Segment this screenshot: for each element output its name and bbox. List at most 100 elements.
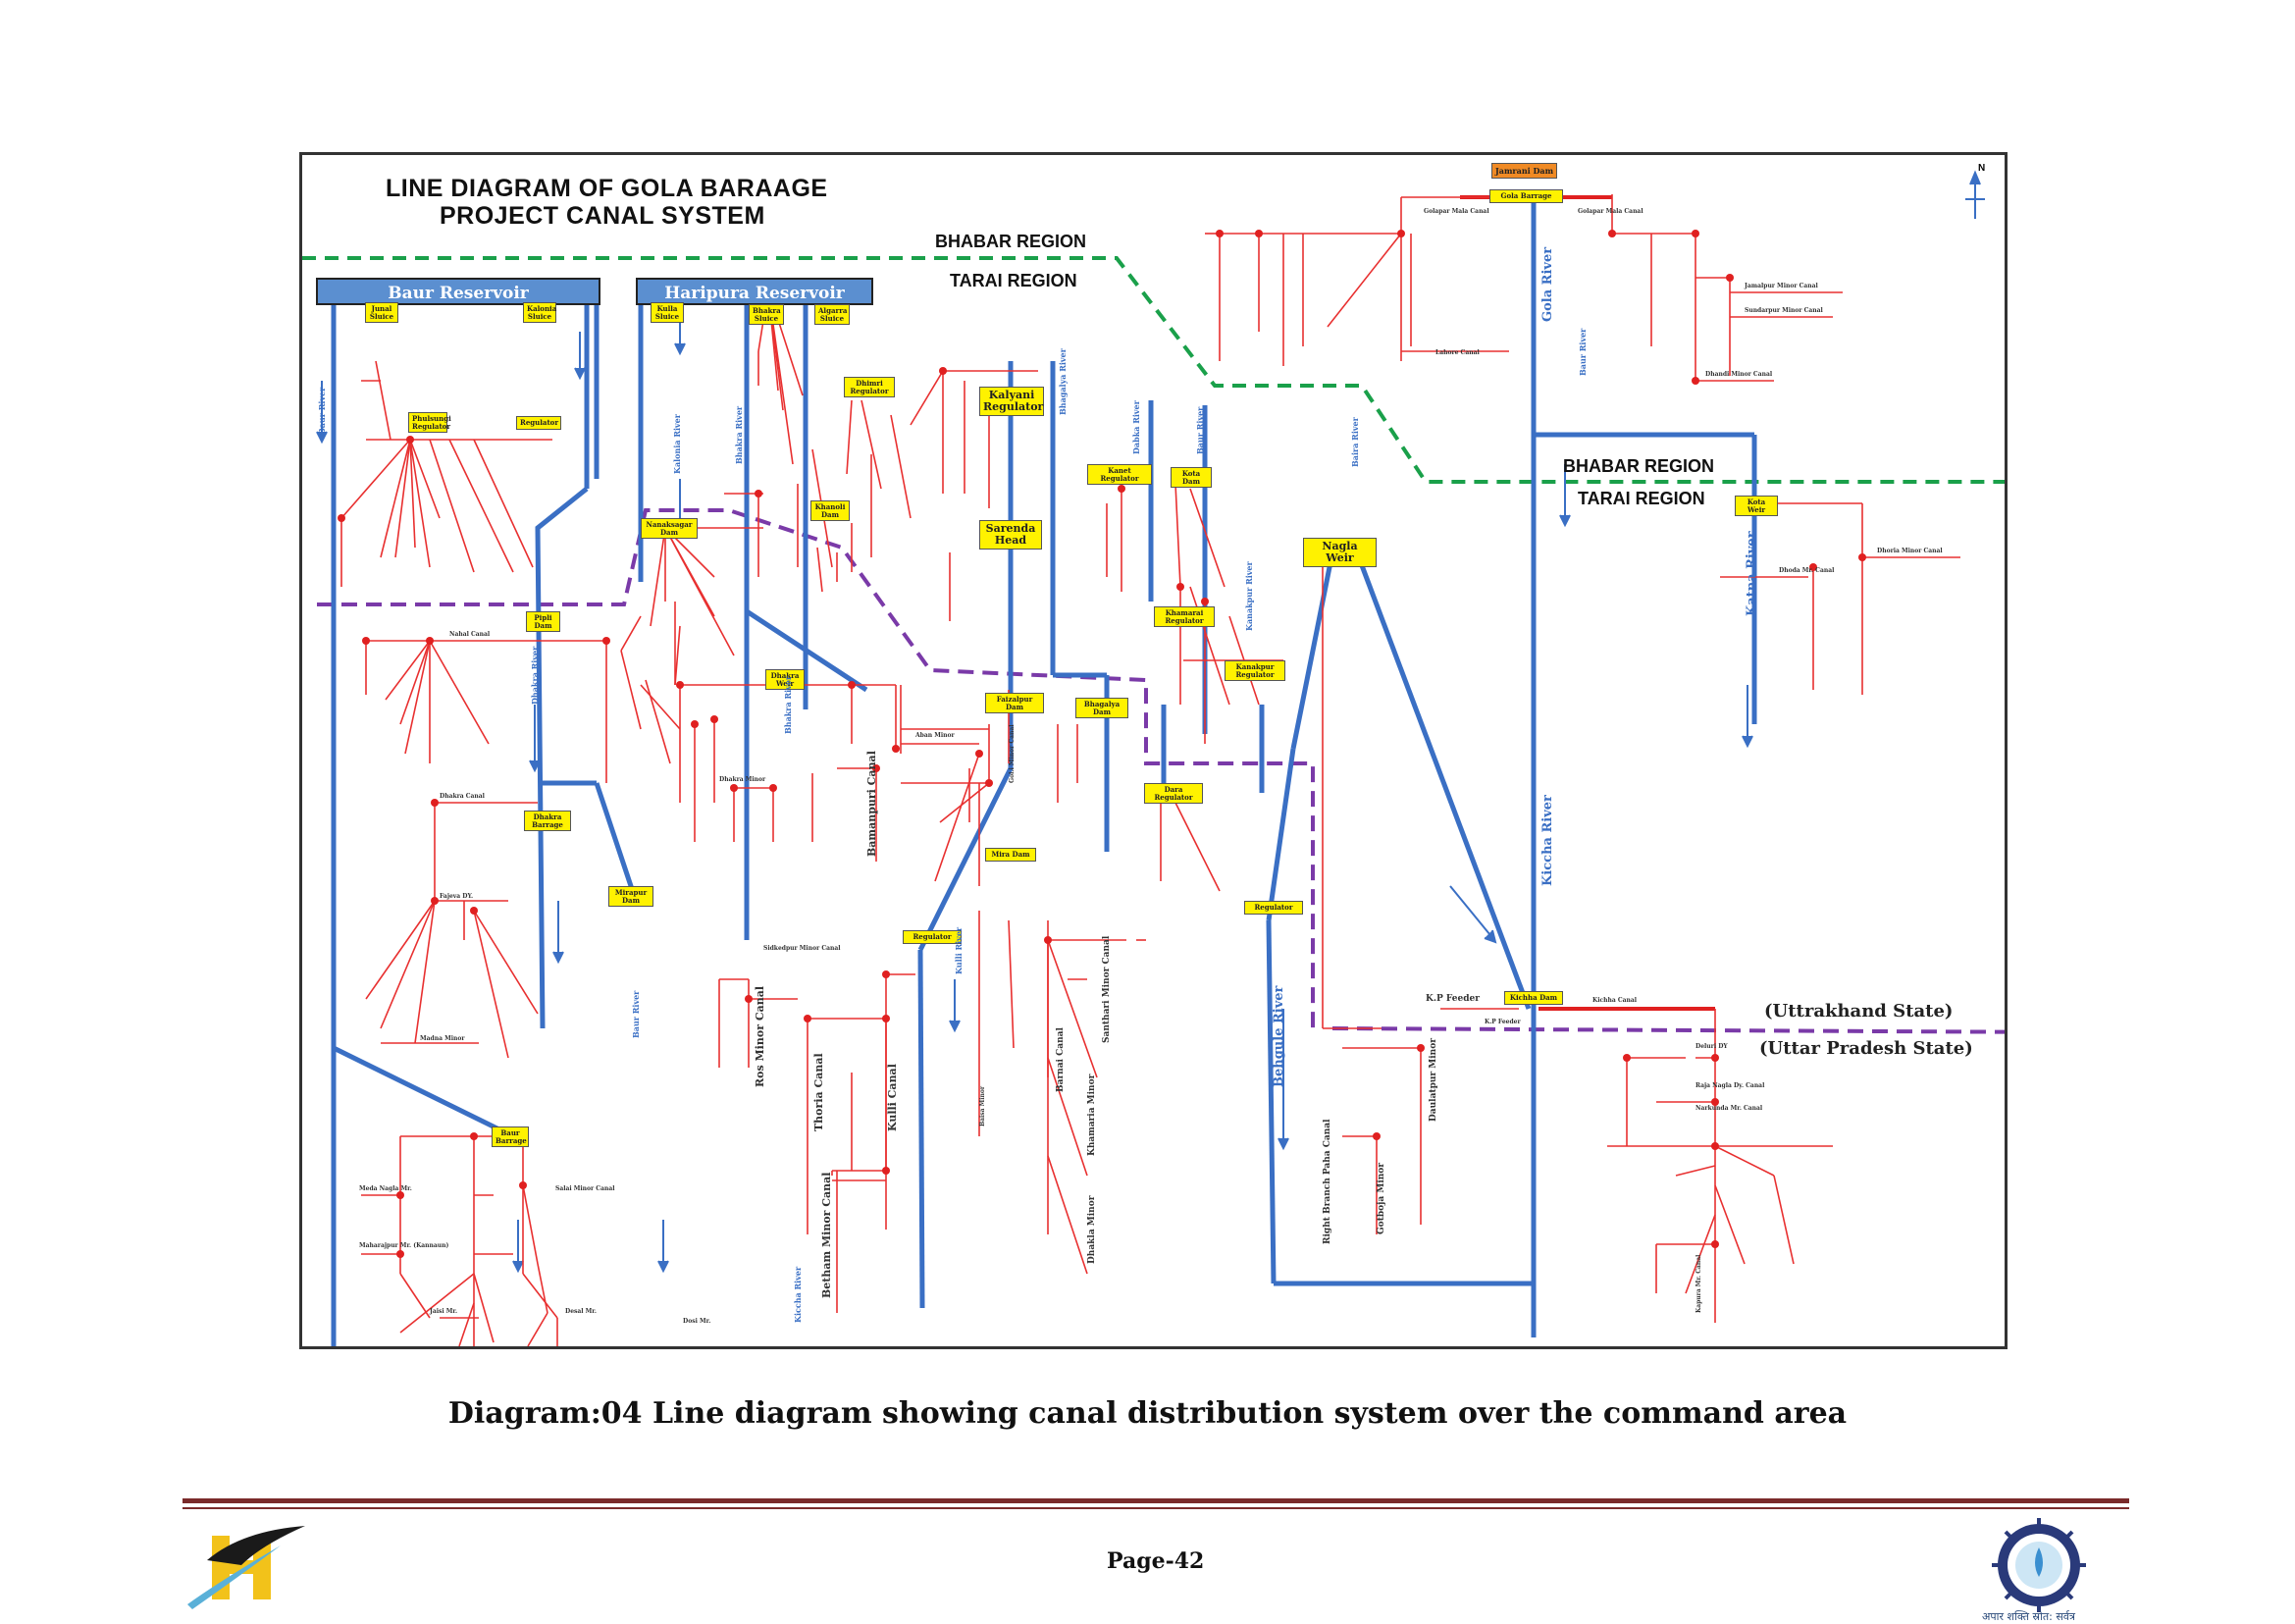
river-label-gola: Gola River [1540, 246, 1555, 322]
regulator-small-node: Regulator [516, 416, 561, 430]
river-label-dhakra: Dhakra River [530, 646, 540, 705]
canal-label-sidkedpur: Sidkedpur Minor Canal [763, 945, 841, 952]
regulator-right-node: Regulator [1244, 901, 1303, 915]
river-label-kalonia: Kalonia River [672, 414, 682, 474]
region-label-bhabar-left: BHABAR REGION [935, 232, 1087, 251]
flow-arrow [552, 901, 564, 965]
nagla-weir-node: Nagla Weir [1303, 538, 1377, 568]
logo-right-tagline: अपार शक्ति स्रोत: सर्वत्र [1982, 1610, 2075, 1623]
river-label-kanakpur: Kanakpur River [1244, 561, 1254, 631]
canal-network-lines [302, 170, 2005, 1346]
flow-arrow [316, 381, 328, 445]
canal-label-golapar: Golapar Mala Canal [1424, 208, 1489, 215]
footer-rule-thin [183, 1507, 2129, 1509]
flow-arrow [949, 979, 961, 1033]
flow-arrow [529, 705, 541, 773]
canal-label-goli: Gol.i Minor Canal [1009, 724, 1016, 783]
river-label-baur-2: Baur River [1578, 328, 1588, 376]
dhakra-weir-node: Dhakra Weir [765, 669, 805, 691]
canal-label-kapura: Kapura Mr. Canal [1695, 1254, 1702, 1313]
canal-label-santhari: Santhari Minor Canal [1102, 935, 1112, 1043]
canal-label-dhoda: Dhoda Mr. Canal [1779, 567, 1835, 574]
canal-label-madna: Madna Minor [420, 1035, 465, 1042]
canal-label-kulli: Kulli Canal [886, 1064, 899, 1131]
junction-dots [338, 230, 1866, 1258]
organization-logo-right [1992, 1518, 2086, 1612]
bhabar-tarai-boundary [302, 256, 2005, 484]
river-label-behgule: Behgule River [1272, 985, 1286, 1087]
canal-label-maharajpur: Maharajpur Mr. (Kannaun) [359, 1242, 449, 1249]
haripura-reservoir: Haripura Reservoir [636, 278, 873, 305]
river-label-kiccha: Kiccha River [1540, 795, 1555, 886]
river-label-baur-low: Baur River [631, 990, 641, 1038]
canal-label-dhakra-canal: Dhakra Canal [440, 793, 485, 800]
canal-label-golapar-2: Golapar Mala Canal [1578, 208, 1643, 215]
diagram-title-line1: LINE DIAGRAM OF GOLA BARAAGE [386, 175, 828, 202]
bhagalya-dam-node: Bhagalya Dam [1075, 698, 1128, 719]
river-label-baur: Baur River [317, 387, 327, 435]
flow-arrow [574, 332, 586, 381]
river-label-kota: Baur River [1195, 406, 1205, 454]
figure-caption: Diagram:04 Line diagram showing canal di… [447, 1396, 1848, 1431]
canal-label-jaisi: Jaisi Mr. [430, 1308, 458, 1315]
canal-label-kp-feeder: K.P Feeder [1426, 994, 1480, 1004]
river-label-katna: Katna River [1745, 531, 1759, 616]
canal-label-deluri: Deluri DY [1695, 1043, 1728, 1050]
khamarai-regulator-node: Khamarai Regulator [1154, 606, 1215, 628]
khanoli-dam-node: Khanoli Dam [810, 500, 850, 522]
kichha-dam-node: Kichha Dam [1504, 991, 1563, 1005]
river-label-kiccha-2: Kiccha River [793, 1266, 803, 1323]
flow-arrow [1742, 685, 1753, 749]
canal-label-ros-minor: Ros Minor Canal [754, 985, 766, 1087]
kanet-regulator-node: Kanet Regulator [1087, 464, 1152, 486]
bhakra-sluice-node: Bhakra Sluice [749, 304, 784, 326]
blue-channels [331, 199, 1757, 1346]
flow-arrow [1449, 885, 1497, 944]
kanakpur-regulator-node: Kanakpur Regulator [1225, 660, 1285, 682]
state-label-uttar-pradesh: (Uttar Pradesh State) [1759, 1038, 1973, 1059]
north-arrow [1965, 170, 1985, 219]
baur-barrage-node: Baur Barrage [492, 1126, 529, 1148]
baur-reservoir: Baur Reservoir [316, 278, 600, 305]
canal-label-dhoria: Dhoria Minor Canal [1877, 548, 1943, 554]
canal-label-fajeva: Fajeva DY. [440, 893, 474, 900]
north-arrow-icon [1975, 165, 1995, 214]
canal-label-dhakla: Dhakla Minor [1087, 1195, 1097, 1264]
diagram-title-line2: PROJECT CANAL SYSTEM [440, 202, 765, 230]
canal-label-meda-nagla: Meda Nagla Mr. [359, 1185, 412, 1192]
region-label-tarai-left: TARAI REGION [950, 271, 1077, 290]
footer-rule-thick [183, 1498, 2129, 1503]
diagram-frame: LINE DIAGRAM OF GOLA BARAAGE PROJECT CAN… [299, 152, 2008, 1349]
canal-label-daulatpur: Daulatpur Minor [1429, 1038, 1438, 1122]
flow-arrow [512, 1220, 524, 1274]
mira-dam-node: Mira Dam [985, 848, 1036, 862]
canal-label-dhakra-minor: Dhakra Minor [719, 776, 766, 783]
canal-label-jamalpur: Jamalpur Minor Canal [1745, 283, 1818, 289]
canal-label-gotboja: Gotboja Minor [1377, 1162, 1386, 1234]
canal-label-dhandi: Dhandi Minor Canal [1705, 371, 1773, 378]
phulsungi-regulator-node: Phulsungi Regulator [408, 412, 451, 434]
north-indicator: N [1978, 163, 1986, 174]
canal-label-baisa: Baisa Minor [979, 1085, 986, 1126]
canal-label-barnai: Barnai Canal [1056, 1027, 1066, 1092]
page-number: Page-42 [1107, 1548, 1205, 1574]
canal-label-sundarpur: Sundarpur Minor Canal [1745, 307, 1823, 314]
algarra-sluice-node: Algarra Sluice [814, 304, 850, 326]
canal-label-narkunda: Narkunda Mr. Canal [1695, 1105, 1763, 1112]
flow-arrow [657, 1220, 669, 1274]
canal-label-salai: Salai Minor Canal [555, 1185, 615, 1192]
canal-label-khamaria: Khamaria Minor [1087, 1074, 1097, 1156]
river-label-bhakra-low: Bhakra River [783, 675, 793, 734]
kalonia-sluice-node: Kalonia Sluice [523, 302, 556, 324]
river-label-bhakra: Bhakra River [734, 405, 744, 464]
gola-barrage-node: Gola Barrage [1489, 189, 1563, 203]
nanaksagar-dam-node: Nanaksagar Dam [641, 518, 698, 540]
canal-label-bamanpuri: Bamanpuri Canal [865, 751, 878, 857]
canal-label-right-branch: Right Branch Paha Canal [1323, 1119, 1332, 1244]
river-label-kulli: Kulli River [954, 926, 964, 974]
red-canals [340, 194, 1960, 1346]
state-label-uttrakhand: (Uttrakhand State) [1764, 1001, 1954, 1022]
region-label-tarai-right: TARAI REGION [1578, 489, 1705, 508]
canal-label-lahore: Lahore Canal [1435, 349, 1480, 356]
mirapur-dam-node: Mirapur Dam [608, 886, 653, 908]
